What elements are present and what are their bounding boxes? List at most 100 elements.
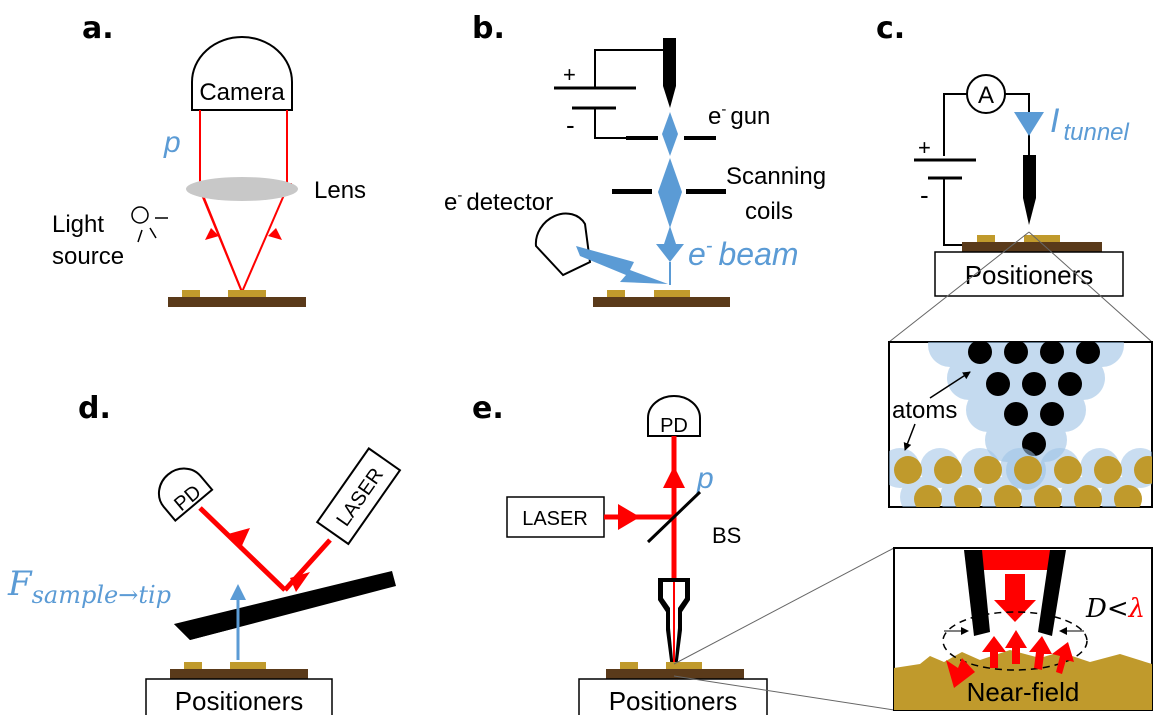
- coils-label: coils: [745, 198, 793, 225]
- beam-splitter: [646, 490, 702, 544]
- ammeter-label: A: [978, 82, 994, 109]
- sample-pad: [666, 662, 702, 669]
- beam-arrowhead: [656, 226, 684, 262]
- laser-beams: [198, 506, 332, 592]
- stm-circuit: [914, 93, 1030, 246]
- sample-pad: [620, 662, 638, 669]
- panel-e: e. PD p LASER BS Positioners: [472, 391, 1153, 715]
- emission-arrows: [946, 630, 1074, 688]
- beam-arrowhead: [663, 466, 685, 488]
- beam-scan-region: [658, 158, 682, 228]
- source-label: source: [52, 243, 124, 270]
- stm-battery-minus: -: [920, 180, 929, 210]
- detector-shape: [534, 212, 592, 277]
- afm-tip: [174, 624, 236, 640]
- sample-pad: [654, 290, 690, 297]
- battery-plus: +: [563, 62, 576, 87]
- pd-detector: PD: [157, 467, 214, 523]
- positioners-box: [578, 678, 768, 715]
- cantilever: [174, 571, 396, 640]
- anode-plate: [626, 136, 658, 140]
- zoom-line: [673, 675, 895, 711]
- sample-substrate: [593, 297, 730, 307]
- tip-atoms: [968, 342, 1100, 456]
- current-arrow: [1014, 112, 1044, 136]
- scanning-coil: [612, 189, 652, 194]
- laser-source: LASER: [315, 447, 402, 546]
- anode-plate: [684, 136, 716, 140]
- light-label: Light: [52, 211, 104, 238]
- stm-battery-plus: +: [918, 135, 931, 160]
- lens-shape: [186, 177, 298, 201]
- panel-c-letter: c.: [876, 11, 905, 46]
- pd-label: PD: [660, 415, 688, 437]
- light-bulb-icon: [131, 206, 149, 224]
- momentum-label: p: [163, 126, 181, 159]
- probe-light: [968, 550, 1062, 570]
- positioners-box: [145, 678, 333, 715]
- sample-pad: [184, 662, 202, 669]
- sample-substrate: [606, 669, 744, 679]
- atoms-pointer: [929, 371, 971, 399]
- surface-atoms: [894, 456, 1152, 507]
- sample-surface: [894, 650, 1152, 710]
- reflected-arrowhead: [228, 528, 250, 550]
- atoms-label: atoms: [892, 397, 957, 424]
- scanning-coil: [686, 189, 726, 194]
- sample-substrate: [168, 297, 306, 307]
- positioners-label: Positioners: [609, 686, 738, 715]
- atoms-pointer: [903, 423, 916, 451]
- panel-b-letter: b.: [472, 11, 505, 46]
- laser-label: LASER: [522, 508, 588, 530]
- beam-label: e-beam: [688, 235, 799, 272]
- sample-pad: [977, 235, 995, 242]
- ammeter-icon: [966, 74, 1006, 114]
- light-rays-icon: [137, 217, 168, 243]
- near-field-region: [942, 611, 1088, 671]
- panel-d-letter: d.: [78, 391, 111, 426]
- ray-arrowheads: [205, 228, 282, 240]
- lens-label: Lens: [314, 177, 366, 204]
- near-field-arrow: [994, 574, 1036, 622]
- sample-pad: [182, 290, 200, 297]
- camera-shape: [191, 36, 293, 111]
- beam-crossover: [662, 112, 678, 156]
- zoom-line: [888, 231, 1030, 343]
- electron-gun-tip: [663, 38, 676, 108]
- scanning-label: Scanning: [726, 163, 826, 190]
- panel-e-letter: e.: [472, 391, 504, 426]
- sample-substrate: [962, 242, 1102, 252]
- stm-tip: [1023, 155, 1036, 225]
- pd-detector: [647, 395, 701, 437]
- zoom-line: [673, 547, 895, 665]
- zoom-line: [1028, 231, 1153, 343]
- sample-pad: [228, 290, 266, 297]
- detector-label: e-detector: [444, 187, 553, 216]
- sample-pad: [230, 662, 266, 669]
- force-arrowhead: [230, 584, 246, 600]
- scattered-electrons: [576, 246, 668, 284]
- light-rays: [195, 110, 292, 293]
- sample-substrate: [170, 669, 308, 679]
- d-lambda-label: D<λ: [1085, 594, 1145, 624]
- e-momentum-label: p: [696, 462, 714, 495]
- near-field-label: Near-field: [967, 677, 1080, 707]
- panel-b: b. + - e-gun Scanning coils e-detector e…: [444, 11, 826, 307]
- panel-a-letter: a.: [82, 11, 114, 46]
- positioners-label: Positioners: [965, 260, 1094, 290]
- force-label: Fsample→tip: [7, 564, 171, 609]
- battery-minus: -: [566, 110, 575, 140]
- bs-label: BS: [712, 523, 741, 548]
- camera-label: Camera: [199, 79, 285, 106]
- panel-d: d. PD LASER Fsample→tip Positioners: [7, 391, 402, 715]
- laser-arrowhead: [290, 572, 310, 592]
- laser-arrowhead: [618, 504, 640, 530]
- sample-pad: [607, 290, 625, 297]
- gun-e-label: e-gun: [708, 101, 770, 130]
- laser-source: [506, 496, 605, 538]
- near-field-content: [894, 550, 1152, 710]
- sample-pad: [1024, 235, 1060, 242]
